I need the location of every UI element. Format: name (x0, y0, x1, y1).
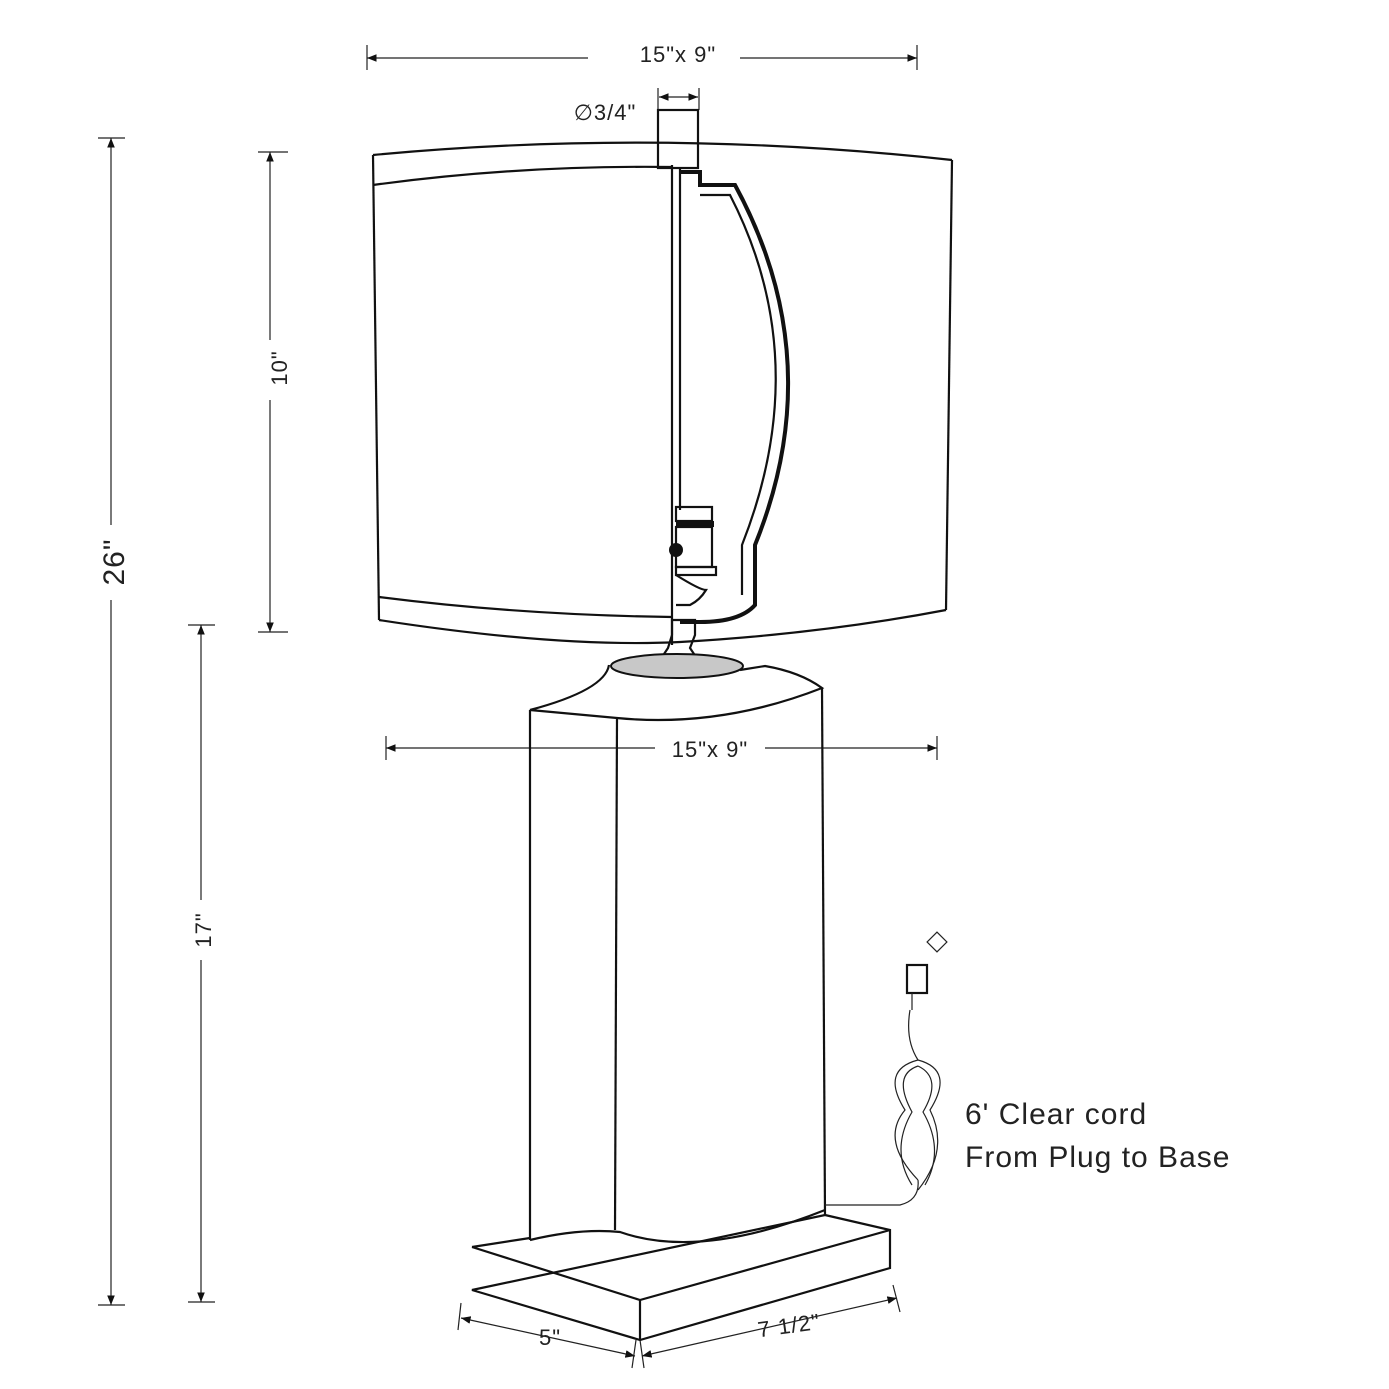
shade-height-dimension (258, 151, 288, 633)
lamp-shade (371, 108, 954, 645)
base-size-label: 15"x 9" (672, 737, 748, 762)
shade-height-label: 10" (267, 350, 292, 385)
total-height-dimension (98, 137, 125, 1306)
plinth-depth-label: 5" (539, 1325, 561, 1350)
shade-width-dimension (366, 45, 918, 70)
fitter-diameter-label: ∅3/4" (574, 100, 637, 125)
plinth-width-label: 7 1/2" (756, 1309, 822, 1342)
base-width-dimension (385, 736, 938, 760)
plinth-depth-dimension (457, 1302, 637, 1369)
lamp-base (471, 653, 892, 1342)
total-height-label: 26" (98, 538, 131, 585)
plinth-width-dimension (639, 1284, 901, 1369)
cord-note-line1: 6' Clear cord (965, 1098, 1147, 1131)
base-height-dimension (188, 624, 215, 1303)
cord-note-line2: From Plug to Base (965, 1141, 1230, 1174)
socket (657, 505, 718, 662)
clear-cord (825, 931, 948, 1206)
plug-icon (905, 963, 929, 995)
fitter-dimension (657, 88, 700, 110)
shade-size-label: 15"x 9" (640, 42, 716, 67)
harp (680, 170, 791, 624)
base-height-label: 17" (191, 912, 216, 947)
switch-knob-icon (669, 543, 683, 557)
